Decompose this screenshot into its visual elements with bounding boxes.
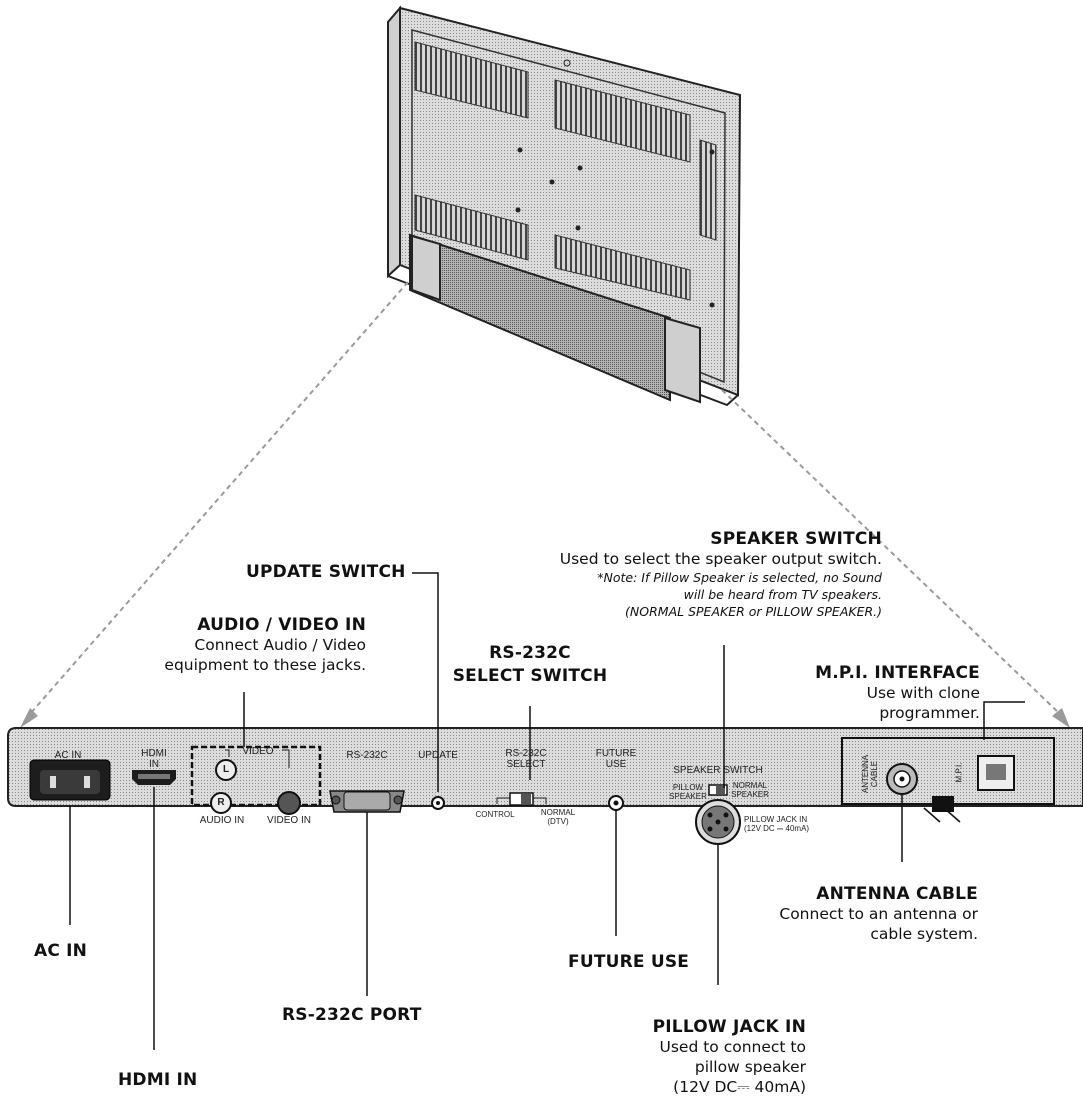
panel-label-normal-speaker-line2: SPEAKER xyxy=(731,790,769,799)
tv-back-illustration xyxy=(387,5,742,407)
leader-update xyxy=(412,572,439,792)
arrow-left xyxy=(20,708,38,728)
callout-audio-video-in-title: AUDIO / VIDEO IN xyxy=(197,615,366,635)
callout-speaker-switch: SPEAKER SWITCH Used to select the speake… xyxy=(470,529,882,620)
callout-antenna-cable-title: ANTENNA CABLE xyxy=(816,884,978,904)
callout-mpi-interface: M.P.I. INTERFACE Use with clone programm… xyxy=(790,663,980,723)
callout-pillow-jack-in-desc-1: Used to connect to xyxy=(659,1038,807,1056)
callout-speaker-switch-desc: Used to select the speaker output switch… xyxy=(559,550,882,568)
leader-mpi xyxy=(983,701,1025,740)
panel-label-l: L xyxy=(222,764,230,775)
callout-antenna-cable: ANTENNA CABLE Connect to an antenna or c… xyxy=(740,884,978,944)
panel-label-pillow-jack: PILLOW JACK IN(12V DC ⎓ 40mA) xyxy=(744,815,820,833)
callout-ac-in-title: AC IN xyxy=(34,941,88,961)
callout-audio-video-in-desc-2: equipment to these jacks. xyxy=(164,656,366,674)
panel-label-r: R xyxy=(217,797,225,808)
callout-pillow-jack-in-desc-2: pillow speaker xyxy=(694,1058,806,1076)
panel-label-pillow-speaker-line2: SPEAKER xyxy=(669,792,707,801)
callout-speaker-switch-note-1: *Note: If Pillow Speaker is selected, no… xyxy=(597,570,882,585)
callout-rs232c-select-title-2: SELECT SWITCH xyxy=(452,666,608,686)
callout-audio-video-in: AUDIO / VIDEO IN Connect Audio / Video e… xyxy=(100,615,366,675)
callout-mpi-interface-desc-1: Use with clone xyxy=(866,684,980,702)
panel-label-mpi: M.P.I. xyxy=(954,762,964,783)
connection-panel xyxy=(7,727,1083,845)
panel-label-video: VIDEO xyxy=(242,746,274,757)
panel-label-pillow-speaker-line1: PILLOW xyxy=(672,783,704,792)
callout-rs232c-port-title: RS-232C PORT xyxy=(282,1005,422,1025)
callout-future-use-title: FUTURE USE xyxy=(568,952,690,972)
panel-label-hdmi-line1: HDMI xyxy=(141,748,167,759)
panel-label-normal-dtv: NORMAL(DTV) xyxy=(538,808,578,826)
callout-rs232c-select: RS-232C SELECT SWITCH xyxy=(440,643,620,686)
panel-label-hdmi-line2: IN xyxy=(149,759,159,770)
panel-label-rs232c: RS-232C xyxy=(346,750,388,761)
arrow-right xyxy=(1052,708,1070,728)
callout-mpi-interface-desc-2: programmer. xyxy=(879,704,980,722)
callout-antenna-cable-desc-1: Connect to an antenna or xyxy=(779,905,978,923)
panel-label-rs232c-select-line1: RS-232C xyxy=(505,748,547,759)
panel-label-pillow-jack-line2: (12V DC ⎓ 40mA) xyxy=(744,824,810,833)
panel-label-update: UPDATE xyxy=(418,750,458,761)
panel-label-future-use-line1: FUTURE xyxy=(595,748,637,759)
callout-speaker-switch-title: SPEAKER SWITCH xyxy=(710,529,882,549)
callout-pillow-jack-in-desc-3: (12V DC⎓ 40mA) xyxy=(673,1078,806,1096)
panel-label-normal-dtv-line1: NORMAL xyxy=(540,808,576,817)
projection-lines xyxy=(29,281,1061,715)
callout-pillow-jack-in: PILLOW JACK IN Used to connect to pillow… xyxy=(600,1017,806,1097)
callout-audio-video-in-desc-1: Connect Audio / Video xyxy=(194,636,366,654)
panel-label-antenna-cable-line1: ANTENNA xyxy=(861,754,870,794)
callout-rs232c-select-title-1: RS-232C xyxy=(489,643,571,663)
panel-label-antenna-cable-line2: CABLE xyxy=(870,760,879,788)
panel-label-normal-dtv-line2: (DTV) xyxy=(547,817,569,826)
panel-label-ac-in: AC IN xyxy=(54,750,82,761)
panel-label-control: CONTROL xyxy=(475,810,515,819)
panel-label-normal-speaker-line1: NORMAL xyxy=(732,781,768,790)
panel-label-video-in: VIDEO IN xyxy=(267,815,311,826)
panel-label-audio-in: AUDIO IN xyxy=(199,815,245,826)
panel-label-pillow-jack-line1: PILLOW JACK IN xyxy=(744,815,808,824)
panel-label-rs232c-select-line2: SELECT xyxy=(506,759,546,770)
callout-mpi-interface-title: M.P.I. INTERFACE xyxy=(815,663,980,683)
callout-pillow-jack-in-title: PILLOW JACK IN xyxy=(652,1017,806,1037)
callout-antenna-cable-desc-2: cable system. xyxy=(870,925,978,943)
panel-label-future-use-line2: USE xyxy=(605,759,627,770)
callout-speaker-switch-note-3: (NORMAL SPEAKER or PILLOW SPEAKER.) xyxy=(625,604,882,619)
callout-speaker-switch-note-2: will be heard from TV speakers. xyxy=(683,587,882,602)
callout-hdmi-in-title: HDMI IN xyxy=(118,1070,198,1090)
leader-lines xyxy=(69,572,1025,1050)
callout-update-switch-title: UPDATE SWITCH xyxy=(246,562,406,582)
panel-label-speaker-switch: SPEAKER SWITCH xyxy=(673,765,763,776)
